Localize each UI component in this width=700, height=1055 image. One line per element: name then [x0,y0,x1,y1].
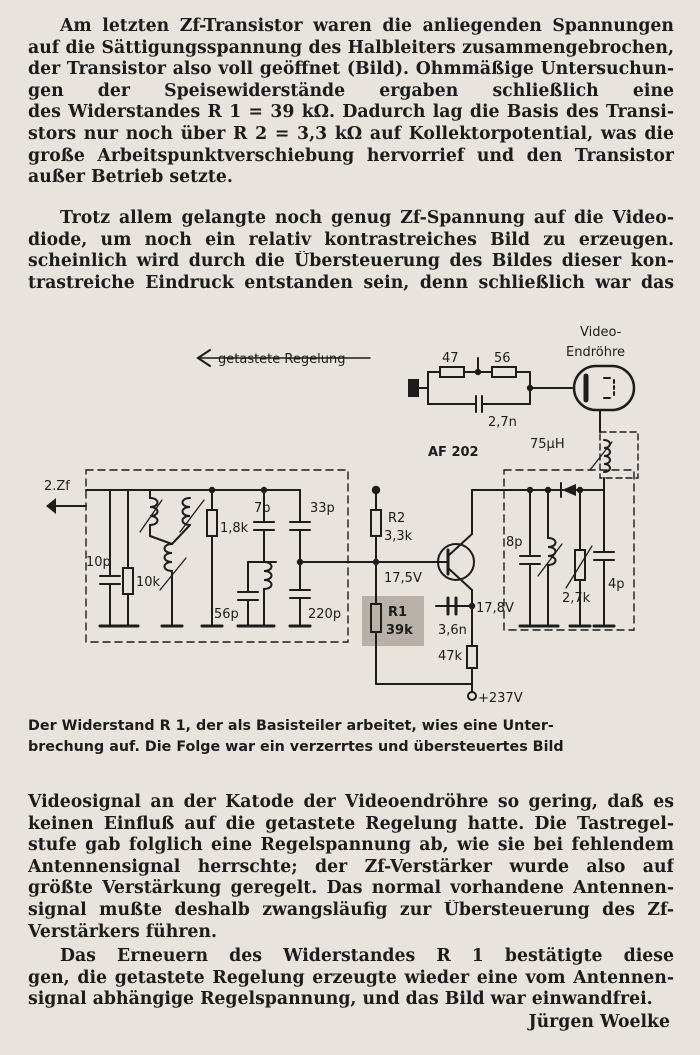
label-c7p: 7p [254,501,271,516]
label-75uh: 75µH [530,437,565,452]
label-af202: AF 202 [428,445,479,460]
label-v175: 17,5V [384,571,422,586]
label-video-1: Video- [580,325,622,340]
label-r47k: 47k [438,649,463,664]
paragraph-3: Videosignal an der Katode der Videoendrö… [28,792,674,943]
label-c36n: 3,6n [438,623,467,638]
text-line: gen, die getastete Regelung erzeugte wie… [28,967,674,988]
label-r1: R1 [388,605,407,620]
text-line: stufe gab folglich eine Regelspannung ab… [28,835,674,856]
figure-caption: Der Widerstand R 1, der als Basisteiler … [28,716,674,758]
label-2zf: 2.Zf [44,479,70,494]
text-line: Das Erneuern des Widerstandes R 1 bestät… [60,946,674,966]
author-signature: Jürgen Woelke [528,1012,670,1032]
label-c220p: 220p [308,607,341,622]
text-line: scheinlich wird durch die Übersteuerung … [28,251,674,272]
label-r10k: 10k [136,575,161,590]
label-r2: R2 [388,511,405,526]
circuit-diagram: getastete Regelung 47 56 2,7n Video- End… [44,325,639,706]
text-line: diode, um noch ein relativ kontrastreich… [28,229,674,250]
text-line: auf die Sättigungsspannung des Halbleite… [28,37,674,58]
text-line: keinen Einfluß auf die getastete Regelun… [28,813,674,834]
label-getastete-regelung: getastete Regelung [218,352,345,367]
text-line: trastreiche Eindruck entstanden sein, de… [28,272,674,293]
text-line: signal mußte deshalb zwangsläufig zur Üb… [28,899,674,920]
label-c8p: 8p [506,535,523,550]
label-c33p: 33p [310,501,335,516]
text-line: Verstärkers führen. [28,921,217,942]
label-c4p: 4p [608,577,625,592]
text-line: außer Betrieb setzte. [28,167,233,188]
label-v178: 17,8V [476,601,514,616]
text-line: der Transistor also voll geöffnet (Bild)… [28,59,674,80]
paragraph-2: Trotz allem gelangte noch genug Zf-Spann… [28,208,674,294]
label-c56p: 56p [214,607,239,622]
text-line: Antennensignal herrschte; der Zf-Verstär… [28,856,674,877]
text-line: stors nur noch über R 2 = 3,3 kΩ auf Kol… [28,123,674,144]
label-r2-value: 3,3k [384,529,413,544]
label-r27k: 2,7k [562,591,591,606]
text-line: des Widerstandes R 1 = 39 kΩ. Dadurch la… [28,102,674,123]
text-line: Trotz allem gelangte noch genug Zf-Spann… [60,208,674,228]
label-r1-value: 39k [386,623,413,638]
caption-line: Der Widerstand R 1, der als Basisteiler … [28,718,554,734]
text-line: gen der Speisewiderstände ergaben schlie… [28,80,674,101]
label-r56: 56 [494,351,511,366]
label-video-2: Endröhre [566,345,625,360]
text-line: größte Verstärkung geregelt. Das normal … [28,878,674,899]
text-line: Videosignal an der Katode der Videoendrö… [28,792,674,812]
label-r47: 47 [442,351,459,366]
label-c10p: 10p [86,555,111,570]
text-line: Am letzten Zf-Transistor waren die anlie… [60,16,674,36]
paragraph-1: Am letzten Zf-Transistor waren die anlie… [28,16,674,189]
caption-line: brechung auf. Die Folge war ein verzerrt… [28,739,564,755]
label-v237: +237V [478,691,523,706]
label-r18k: 1,8k [220,521,249,536]
text-line: große Arbeitspunktverschiebung hervorrie… [28,145,674,166]
paragraph-4: Das Erneuern des Widerstandes R 1 bestät… [28,946,674,1011]
text-line: signal abhängige Regelspannung, und das … [28,989,653,1010]
label-c27n: 2,7n [488,415,517,430]
